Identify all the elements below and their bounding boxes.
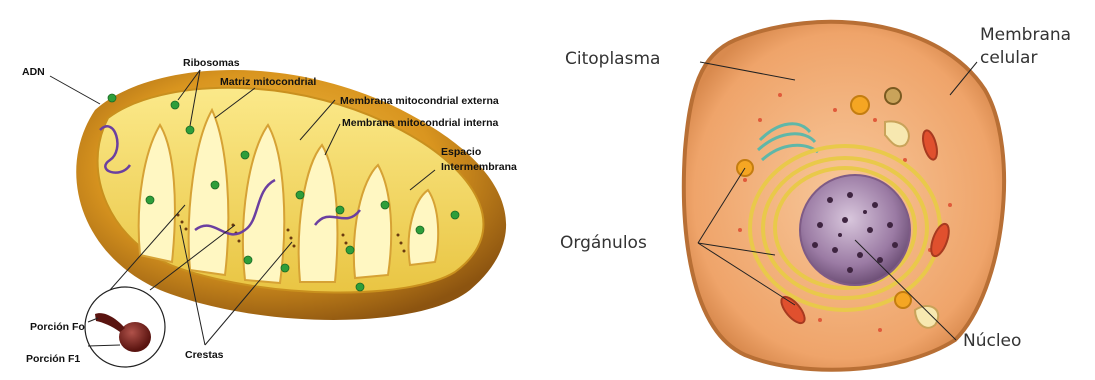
label-membrana-interna: Membrana mitocondrial interna (342, 117, 499, 129)
label-organulos: Orgánulos (560, 233, 647, 253)
label-adn: ADN (22, 66, 45, 78)
label-membrana-celular-line2: celular (980, 48, 1037, 68)
label-espacio-line2: Intermembrana (441, 161, 517, 173)
label-porcion-f1: Porción F1 (26, 353, 80, 365)
label-ribosomas: Ribosomas (183, 57, 240, 69)
mitochondrion-illustration: ADN Ribosomas Matriz mitocondrial Membra… (22, 57, 517, 367)
label-citoplasma: Citoplasma (565, 49, 660, 69)
label-matriz-mitocondrial: Matriz mitocondrial (220, 76, 316, 88)
nucleus (800, 175, 910, 285)
label-membrana-celular-line1: Membrana (980, 25, 1071, 45)
label-porcion-fo: Porción Fo (30, 321, 85, 333)
cell-illustration: Citoplasma Membrana celular Orgánulos Nú… (560, 22, 1071, 370)
label-nucleo: Núcleo (963, 331, 1021, 351)
atp-synthase-f1-head (119, 322, 151, 352)
label-membrana-externa: Membrana mitocondrial externa (340, 95, 499, 107)
label-crestas: Crestas (185, 349, 224, 361)
label-espacio-line1: Espacio (441, 146, 481, 158)
